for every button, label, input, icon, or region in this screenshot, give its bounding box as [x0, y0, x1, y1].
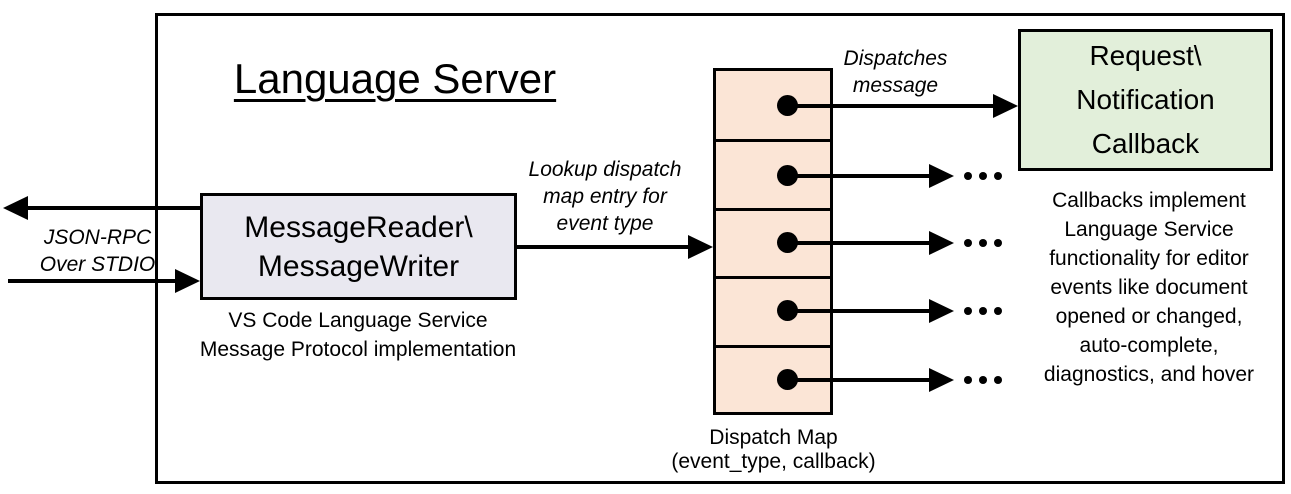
dispatches-label: Dispatches message	[818, 45, 973, 99]
arrow-dispatch-5-line	[787, 378, 931, 382]
arrow-right-icon	[929, 164, 954, 188]
lookup-label: Lookup dispatch map entry for event type	[505, 156, 705, 237]
request-notification-callback-box: Request\ Notification Callback	[1018, 29, 1273, 171]
callbacks-note-line5: opened or changed,	[1055, 305, 1243, 328]
lookup-label-line2: map entry for	[543, 185, 667, 208]
message-reader-writer-box: MessageReader\ MessageWriter	[200, 193, 517, 300]
callbacks-note-line4: events like document	[1050, 276, 1248, 299]
dispatches-label-line2: message	[852, 74, 939, 97]
dispatch-map-caption-line1: Dispatch Map	[709, 426, 838, 449]
dispatch-map-divider	[716, 345, 830, 348]
dispatches-label-line1: Dispatches	[843, 47, 948, 70]
callback-box-line1: Request\	[1089, 40, 1202, 71]
dispatch-map-divider	[716, 208, 830, 211]
arrow-left-icon	[3, 196, 28, 220]
arrow-dispatch-1-line	[787, 104, 995, 108]
json-rpc-label-line1: JSON-RPC	[43, 226, 152, 249]
arrow-lookup-line	[514, 245, 691, 249]
callbacks-note: Callbacks implement Language Service fun…	[1023, 186, 1275, 389]
ellipsis-icon	[964, 307, 1002, 315]
reader-caption-line1: VS Code Language Service	[228, 309, 488, 332]
arrow-dispatch-4-line	[787, 309, 931, 313]
callbacks-note-line6: auto-complete,	[1079, 334, 1219, 357]
arrow-dispatch-2-line	[787, 174, 931, 178]
dispatch-map-caption-line2: (event_type, callback)	[671, 450, 876, 473]
lookup-label-line3: event type	[556, 212, 654, 235]
callbacks-note-line2: Language Service	[1064, 218, 1234, 241]
dispatch-map-divider	[716, 139, 830, 142]
json-rpc-label-line2: Over STDIO	[39, 253, 156, 276]
arrow-right-icon	[929, 368, 954, 392]
reader-box-line2: MessageWriter	[257, 249, 460, 283]
arrow-right-icon	[175, 269, 200, 293]
dispatch-map-divider	[716, 276, 830, 279]
reader-box-line1: MessageReader\	[244, 210, 473, 244]
arrow-dispatch-3-line	[787, 241, 931, 245]
lookup-label-line1: Lookup dispatch	[528, 158, 682, 181]
arrow-json-rpc-in-line	[8, 279, 177, 283]
reader-caption: VS Code Language Service Message Protoco…	[185, 306, 531, 364]
arrow-right-icon	[929, 299, 954, 323]
diagram-title: Language Server	[233, 55, 557, 102]
arrow-right-icon	[929, 231, 954, 255]
reader-caption-line2: Message Protocol implementation	[199, 338, 517, 361]
ellipsis-icon	[964, 172, 1002, 180]
arrow-right-icon	[993, 94, 1018, 118]
ellipsis-icon	[964, 376, 1002, 384]
callbacks-note-line7: diagnostics, and hover	[1043, 363, 1255, 386]
callbacks-note-line1: Callbacks implement	[1052, 189, 1246, 212]
ellipsis-icon	[964, 239, 1002, 247]
dispatch-map-caption: Dispatch Map (event_type, callback)	[655, 426, 892, 474]
callback-box-line2: Notification	[1076, 84, 1215, 115]
callbacks-note-line3: functionality for editor	[1049, 247, 1249, 270]
arrow-json-rpc-out-line	[26, 206, 200, 210]
json-rpc-label: JSON-RPC Over STDIO	[15, 224, 180, 278]
callback-box-line3: Callback	[1091, 128, 1200, 159]
arrow-right-icon	[688, 235, 713, 259]
